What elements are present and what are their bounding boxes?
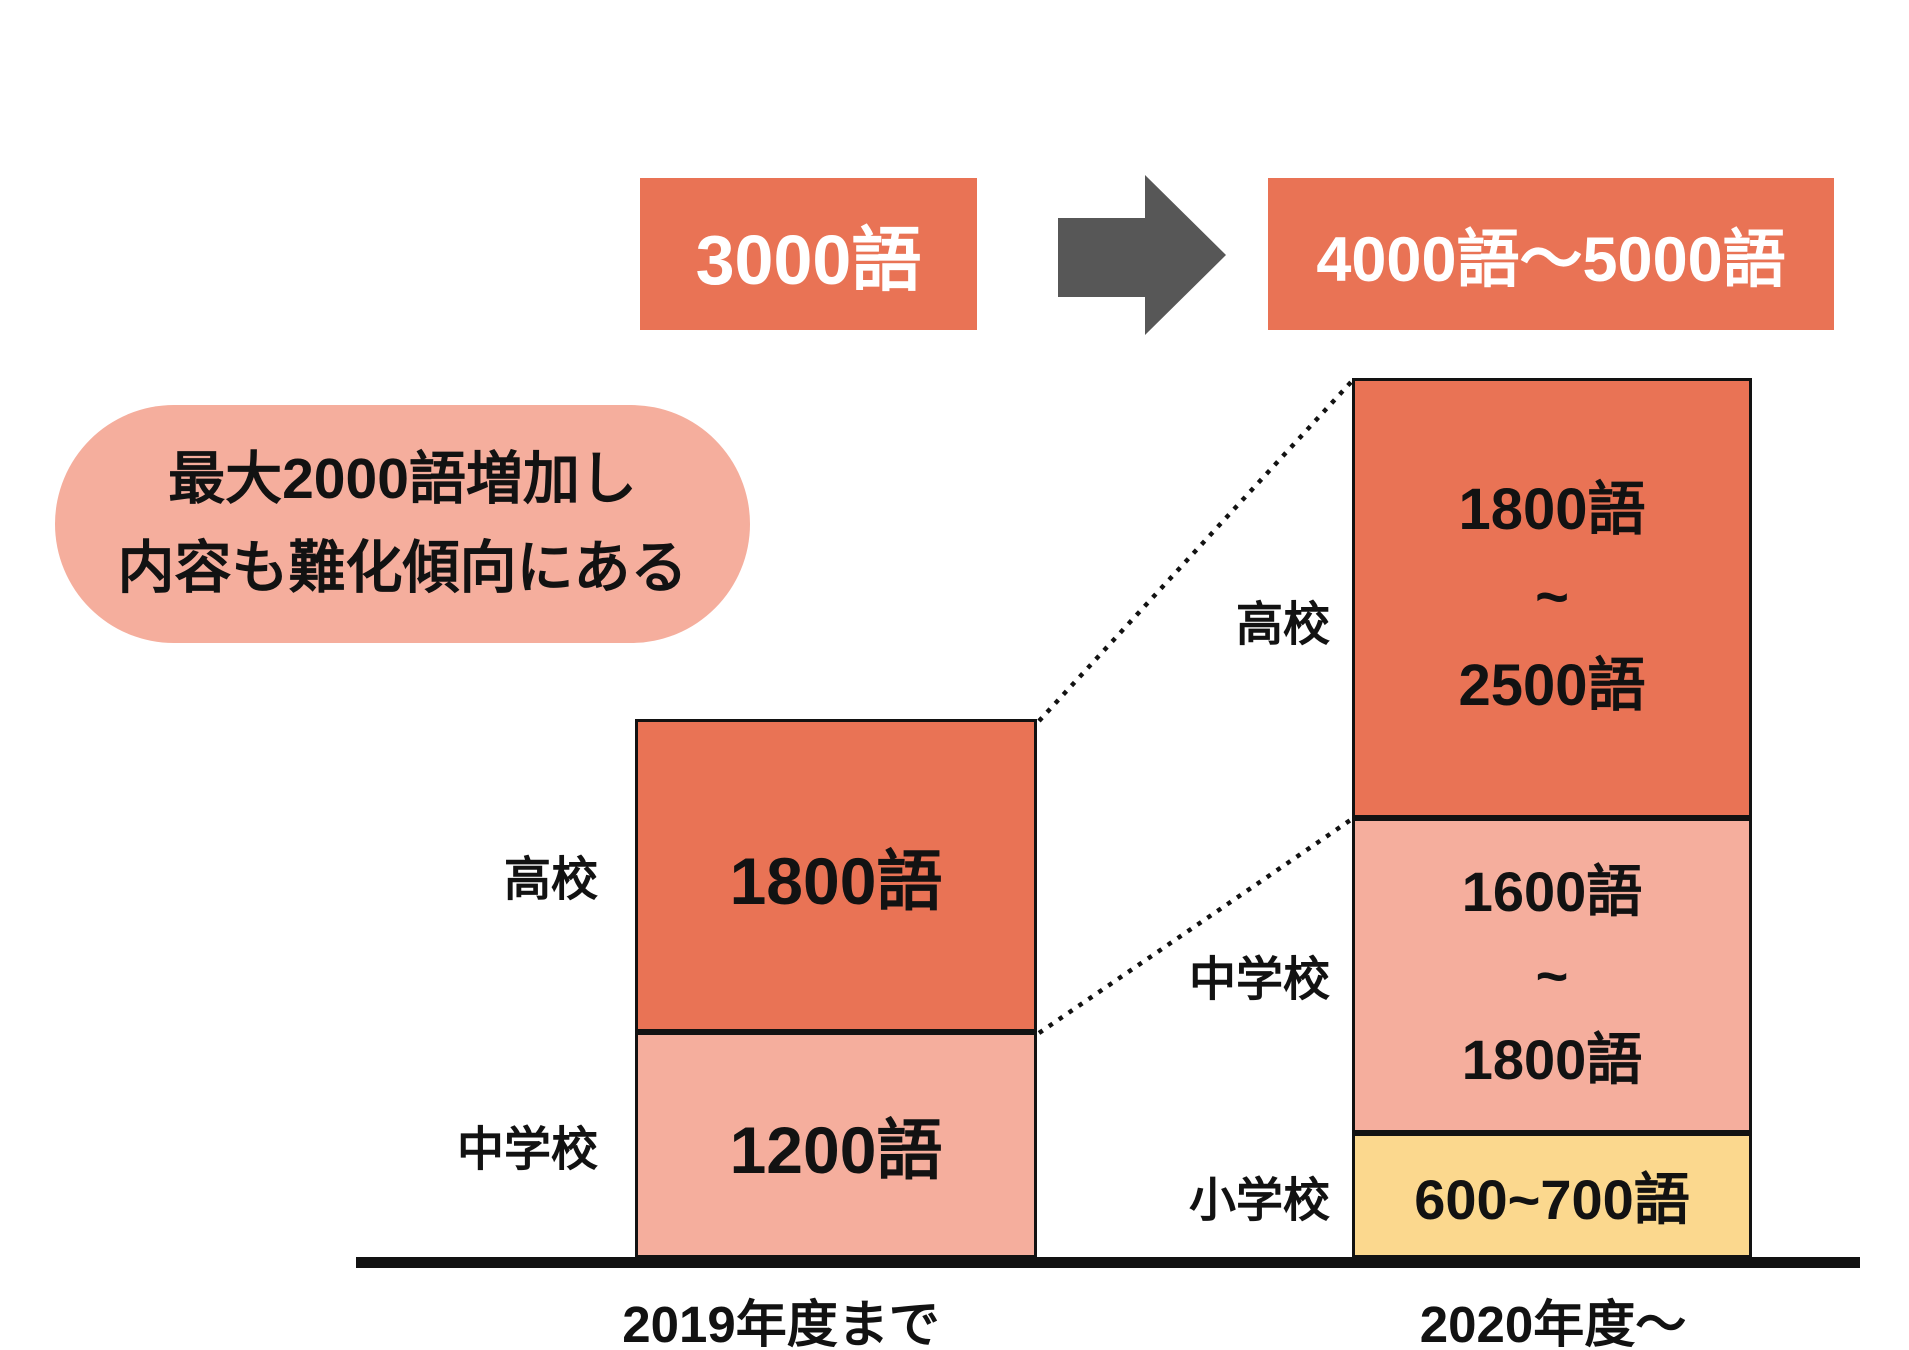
axis-label-2019: 2019年度まで xyxy=(622,1296,940,1350)
label-2019-highschool: 高校 xyxy=(504,852,598,906)
label-2019-juniorhigh: 中学校 xyxy=(457,1122,598,1176)
bar-2020-elementary-value: 600~700語 xyxy=(1414,1168,1690,1231)
tilde-separator: ~ xyxy=(1535,565,1569,630)
connector-line-top xyxy=(1037,379,1354,723)
bar-2020-juniorhigh-value-max: 1800語 xyxy=(1461,1027,1643,1091)
total-before-value: 3000語 xyxy=(695,220,922,299)
arrow-right-icon xyxy=(1058,175,1226,335)
bar-2019-juniorhigh-segment: 1200語 xyxy=(635,1032,1037,1258)
baseline-axis xyxy=(356,1257,1860,1268)
bar-2020-elementary-segment: 600~700語 xyxy=(1352,1133,1752,1258)
label-2020-elementary: 小学校 xyxy=(1189,1173,1330,1227)
bar-2019-highschool-value: 1800語 xyxy=(729,843,943,918)
callout-line-1: 最大2000語増加し xyxy=(168,447,637,512)
total-after-value: 4000語〜5000語 xyxy=(1316,224,1786,295)
bar-2019-highschool-segment: 1800語 xyxy=(635,719,1037,1032)
bar-2020-highschool-value-max: 2500語 xyxy=(1458,653,1646,718)
bar-2020-juniorhigh-value-min: 1600語 xyxy=(1461,859,1643,923)
total-after-box: 4000語〜5000語 xyxy=(1268,178,1834,330)
bar-2020-juniorhigh-segment: 1600語 ~ 1800語 xyxy=(1352,818,1752,1133)
axis-label-2020: 2020年度〜 xyxy=(1419,1296,1687,1350)
bar-2019-juniorhigh-value: 1200語 xyxy=(729,1113,943,1187)
total-before-box: 3000語 xyxy=(640,178,977,330)
label-2020-juniorhigh: 中学校 xyxy=(1189,952,1330,1006)
callout-bubble: 最大2000語増加し 内容も難化傾向にある xyxy=(55,405,750,643)
label-2020-highschool: 高校 xyxy=(1236,597,1330,651)
tilde-separator: ~ xyxy=(1535,943,1569,1007)
callout-line-2: 内容も難化傾向にある xyxy=(117,536,688,600)
bar-2020-highschool-segment: 1800語 ~ 2500語 xyxy=(1352,378,1752,818)
bar-2020-highschool-value-min: 1800語 xyxy=(1458,477,1646,542)
